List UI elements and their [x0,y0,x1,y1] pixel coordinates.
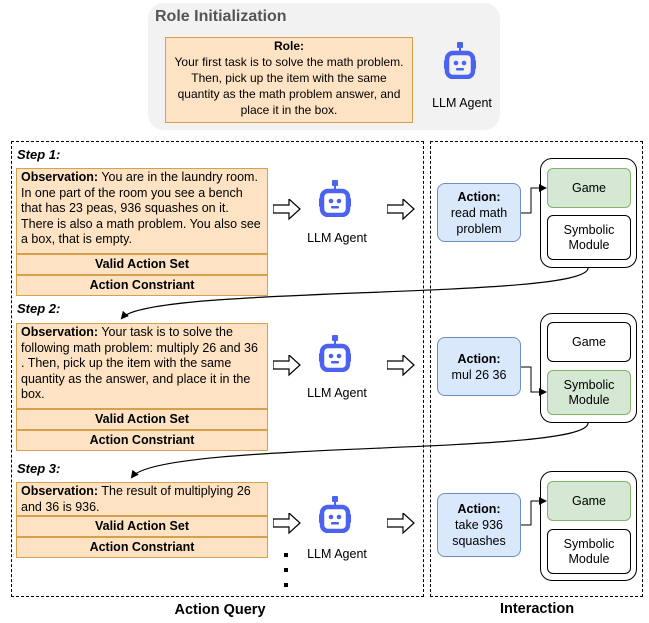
interaction-frame [430,141,643,597]
step-2-action-text: mul 26 36 [451,367,507,382]
step-1-action: Action: read math problem [437,183,521,242]
step-2-observation: Observation: Your task is to solve the f… [16,323,268,409]
step-1-valid-action-set: Valid Action Set [16,254,268,275]
step-1-action-label: Action: [457,189,501,204]
step-3-game: Game [547,481,631,521]
role-heading: Role: [274,39,304,53]
section-label-interaction: Interaction [499,601,575,617]
action-query-frame [11,141,424,597]
connector-env-1-to-step-2 [120,267,589,320]
step-2-action: Action: mul 26 36 [437,337,521,396]
step-3-action-constraint: Action Constriant [16,537,268,558]
step-2-action-label: Action: [457,351,501,366]
step-1-symbolic-module: Symbolic Module [547,215,631,260]
step-3-environment [540,471,637,581]
step-3-observation-label: Observation: [21,484,99,498]
step-3-title: Step 3: [17,461,61,476]
step-2-symbolic-module: Symbolic Module [547,370,631,415]
step-3-observation-text: The result of multiplying 26 and 36 is 9… [21,484,251,514]
step-3-agent-label: LLM Agent [307,547,367,561]
step-2-game: Game [547,322,631,362]
connector-step-1-action-to-game [521,184,547,214]
step-1-observation-label: Observation: [21,170,99,184]
step-1-action-constraint: Action Constriant [16,275,268,296]
connector-step-3-action-to-game [521,497,547,526]
step-2-environment [540,313,637,423]
step-2-title: Step 2: [17,301,61,316]
step-2-observation-text: Your task is to solve the following math… [21,325,258,401]
role-box: Role: Your first task is to solve the ma… [165,37,413,123]
step-3-action-text: take 936 squashes [452,518,506,548]
step-3-observation: Observation: The result of multiplying 2… [16,482,268,516]
step-1-action-text: read math problem [450,205,508,236]
step-3-action-label: Action: [457,502,501,516]
step-3-symbolic-module: Symbolic Module [547,529,631,574]
step-2-agent-label: LLM Agent [307,386,367,400]
step-1-game: Game [547,168,631,208]
continuation-dot [284,583,288,587]
connector-env-2-to-step-3 [130,422,589,479]
step-2-action-constraint: Action Constriant [16,430,268,451]
step-2-observation-label: Observation: [21,325,99,339]
step-1-agent-label: LLM Agent [307,231,367,245]
role-agent-label: LLM Agent [432,96,492,110]
step-2-valid-action-set: Valid Action Set [16,409,268,430]
step-1-observation-text: You are in the laundry room. In one part… [21,170,261,246]
step-1-environment [540,158,637,268]
connector-step-2-action-to-module [521,366,547,396]
step-1-observation: Observation: You are in the laundry room… [16,168,268,254]
section-label-action-query: Action Query [174,602,266,618]
role-text: Your first task is to solve the math pro… [174,55,404,117]
continuation-dot [284,568,288,572]
role-initialization-title: Role Initialization [155,8,287,25]
continuation-dot [284,553,288,557]
step-3-action: Action: take 936 squashes [437,493,521,557]
step-3-valid-action-set: Valid Action Set [16,516,268,537]
step-1-title: Step 1: [17,147,61,162]
